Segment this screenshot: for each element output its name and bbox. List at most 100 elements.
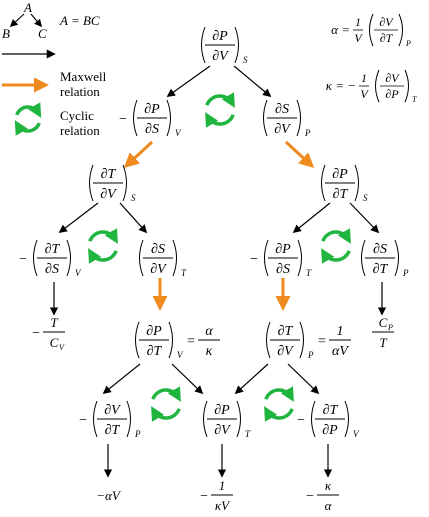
cycle-arc-bottom [264,406,294,422]
maxwell-label-line2: relation [60,84,100,99]
numerator: ∂T [101,167,117,182]
numerator: ∂P [212,29,228,44]
numerator: ∂S [373,242,387,257]
denominator: ∂V [212,49,229,64]
numerator-subscript: P [387,323,393,332]
maxwell-arrow-right [284,140,315,169]
rhs-numerator: 1 [337,324,344,339]
arrow-dPdTS-left [292,202,331,234]
paren-left [33,239,38,277]
result-numerator: 1 [219,478,226,493]
result-r4: −1κV [200,478,233,513]
cycle-arc-bottom [88,248,118,264]
denominator: ∂T [105,423,121,438]
coefficient-numerator: 1 [361,71,367,85]
subscript: P [405,39,411,48]
numerator: ∂V [104,403,121,418]
numerator: ∂T [323,403,339,418]
arrow-dTdVP-left [234,363,269,395]
coefficient-denominator: V [354,31,363,45]
numerator: ∂T [45,242,61,257]
paren-left [369,13,374,47]
legend-tree: A B C A = BC [2,0,100,41]
legend-tree-arrow-left [9,13,25,28]
minus-sign: − [119,112,127,127]
legend-tree-equation: A = BC [59,13,100,28]
subscript: P [134,429,141,439]
paren-left [135,321,140,359]
paren-left [361,239,366,277]
denominator: ∂T [147,344,163,359]
paren-right [168,321,173,359]
paren-left [321,164,326,202]
paren-left [264,239,269,277]
coefficient-numerator: 1 [355,15,361,29]
paren-right [234,26,239,64]
subscript: T [306,268,312,278]
result-denominator: T [379,335,387,350]
subscript: V [75,268,82,278]
paren-right [122,164,127,202]
subscript: V [177,350,184,360]
denominator-subscript: V [59,343,65,352]
denominator: ∂V [214,423,231,438]
denominator: ∂P [385,87,399,101]
numerator: ∂P [275,242,291,257]
denominator: ∂T [380,31,394,45]
paren-right [394,239,399,277]
denominator: ∂P [322,423,338,438]
denominator: ∂T [373,262,389,277]
cycle-icon-bottom-right [264,386,294,422]
legend-tree-top: A [23,0,32,15]
maxwell-label-line1: Maxwell [60,69,107,84]
cycle-arc-top [15,102,42,118]
rhs-denominator: κ [206,344,213,359]
numerator: ∂P [144,102,160,117]
paren-right [344,400,349,438]
arrow-dPdTS-right [349,202,380,234]
minus-sign: − [297,413,305,428]
cycle-icon-top [205,92,235,128]
result-numerator: C [379,315,388,330]
minus-sign: − [306,489,314,504]
subscript: T [181,268,187,278]
paren-right [66,239,71,277]
paren-left [263,99,268,137]
numerator: ∂P [214,403,230,418]
minus-sign: − [200,489,208,504]
cycle-icon-mid-right [321,228,351,264]
cycle-arc-bottom [14,120,41,136]
numerator: ∂S [151,242,165,257]
paren-right [236,400,241,438]
result-r5: −κα [306,478,339,513]
paren-left [89,164,94,202]
cycle-arc-bottom [321,248,351,264]
subscript: V [175,128,182,138]
denominator: ∂T [333,187,349,202]
result-numerator: κ [325,478,332,493]
arrow-dTdVS-right [119,202,148,234]
subscript: P [307,350,314,360]
paren-right [299,321,304,359]
subscript: S [131,193,136,203]
legend-tree-arrow-right [30,13,42,28]
cycle-arc-top [151,386,181,402]
result-denominator: C [50,335,59,350]
subscript: T [412,95,417,104]
